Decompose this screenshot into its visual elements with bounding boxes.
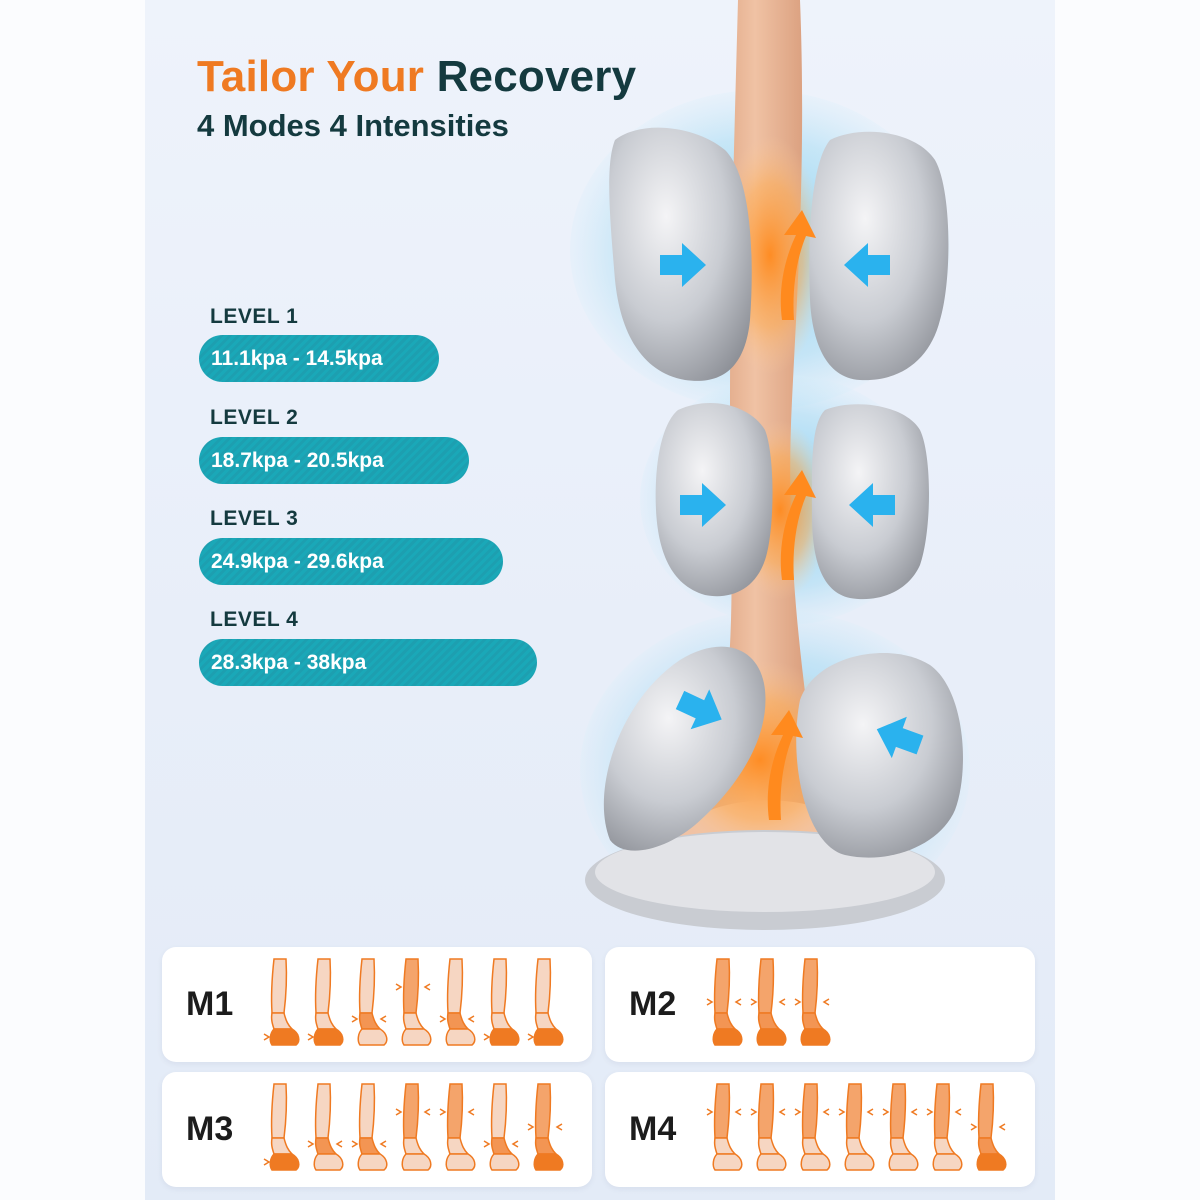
pressure-arrow-icon — [660, 243, 706, 287]
leg-mode-icon — [395, 958, 432, 1046]
leg-mode-icon — [838, 1083, 875, 1171]
leg-mode-icon — [439, 958, 476, 1046]
leg-mode-icon — [263, 958, 300, 1046]
leg-mode-icon — [439, 1083, 476, 1171]
level-4-title: LEVEL 4 — [210, 608, 299, 631]
leg-mode-icon — [307, 1083, 344, 1171]
mode-card-m1: M1 — [162, 947, 592, 1062]
headline-main: Recovery — [436, 52, 637, 101]
level-1-title: LEVEL 1 — [210, 305, 299, 328]
leg-mode-icon — [351, 958, 388, 1046]
leg-mode-icon — [307, 958, 344, 1046]
leg-mode-icon — [527, 1083, 564, 1171]
circulation-arrow-icon — [780, 470, 816, 580]
subheadline: 4 Modes 4 Intensities — [197, 108, 509, 143]
leg-mode-icon — [395, 1083, 432, 1171]
leg-mode-icon — [794, 1083, 831, 1171]
mode-label: M4 — [629, 1110, 677, 1148]
leg-mode-icon — [263, 1083, 300, 1171]
circulation-arrow-icon — [767, 710, 803, 820]
mode-label: M1 — [186, 985, 234, 1023]
foot-right-airbag — [796, 652, 963, 858]
page-margin-right — [1055, 0, 1200, 1200]
leg-mode-icon — [750, 958, 787, 1046]
leg-mode-icon — [750, 1083, 787, 1171]
pressure-arrow-icon — [680, 483, 726, 527]
foot-left-airbag — [603, 646, 766, 851]
leg-mode-icon — [882, 1083, 919, 1171]
level-2-title: LEVEL 2 — [210, 406, 299, 429]
level-3-range: 24.9kpa - 29.6kpa — [199, 538, 503, 585]
level-1-range: 11.1kpa - 14.5kpa — [199, 335, 439, 382]
leg-mode-icon — [794, 958, 831, 1046]
page-margin-left — [0, 0, 145, 1200]
leg-mode-icon — [527, 958, 564, 1046]
level-4-range: 28.3kpa - 38kpa — [199, 639, 537, 686]
mode-card-m3: M3 — [162, 1072, 592, 1187]
leg-mode-icon — [706, 958, 743, 1046]
mode-card-m4: M4 — [605, 1072, 1035, 1187]
leg-mode-icon — [483, 1083, 520, 1171]
mode-icon-row — [262, 1082, 566, 1177]
pressure-arrow-icon — [849, 483, 895, 527]
level-2-range: 18.7kpa - 20.5kpa — [199, 437, 469, 484]
leg-massager-illustration — [570, 0, 970, 930]
leg-mode-icon — [926, 1083, 963, 1171]
circulation-arrow-icon — [780, 210, 816, 320]
mode-icon-row — [705, 957, 833, 1052]
leg-mode-icon — [483, 958, 520, 1046]
pressure-arrow-icon — [876, 716, 924, 759]
upper-left-airbag — [609, 127, 752, 381]
level-3-title: LEVEL 3 — [210, 507, 299, 530]
mode-icon-row — [262, 957, 566, 1052]
leg-mode-icon — [351, 1083, 388, 1171]
mode-label: M2 — [629, 985, 677, 1023]
pressure-arrow-icon — [844, 243, 890, 287]
headline-accent: Tailor Your — [197, 52, 425, 101]
mode-icon-row — [705, 1082, 1009, 1177]
headline: Tailor Your Recovery — [197, 52, 636, 102]
mode-label: M3 — [186, 1110, 234, 1148]
pressure-arrow-icon — [675, 689, 722, 730]
mode-card-m2: M2 — [605, 947, 1035, 1062]
leg-mode-icon — [970, 1083, 1007, 1171]
leg-mode-icon — [706, 1083, 743, 1171]
